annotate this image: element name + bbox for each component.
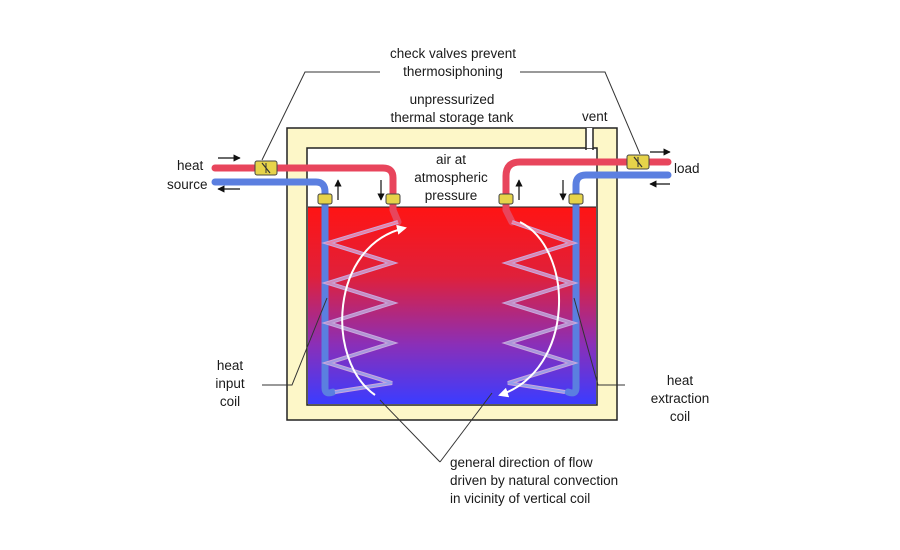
pipe-flow-arrows <box>217 148 671 201</box>
check-valves-line1: check valves prevent <box>390 46 516 61</box>
flow-line2: driven by natural convection <box>450 473 618 488</box>
heat-source-line2: source <box>167 177 208 192</box>
air-line3: pressure <box>425 188 478 203</box>
convection-arrows <box>341 221 561 398</box>
label-tank: unpressurized thermal storage tank <box>390 92 513 125</box>
label-heat-input-coil: heat input coil <box>215 358 245 409</box>
heat-input-line1: heat <box>217 358 244 373</box>
heat-extraction-coil <box>501 158 672 397</box>
heat-source-line1: heat <box>177 158 204 173</box>
leader-lines <box>261 71 641 463</box>
flow-line3: in vicinity of vertical coil <box>450 491 590 506</box>
label-vent: vent <box>582 109 608 124</box>
label-flow-direction: general direction of flow driven by natu… <box>450 455 618 506</box>
label-heat-extraction-coil: heat extraction coil <box>651 373 710 424</box>
heat-input-line3: coil <box>220 394 240 409</box>
heat-extraction-line3: coil <box>670 409 690 424</box>
label-check-valves: check valves prevent thermosiphoning <box>390 46 516 79</box>
tank-line1: unpressurized <box>410 92 495 107</box>
tank-line2: thermal storage tank <box>390 110 513 125</box>
coil-fittings <box>317 193 584 205</box>
air-line2: atmospheric <box>414 170 488 185</box>
vent-pipe <box>585 128 594 150</box>
label-heat-source: heat source <box>167 158 208 192</box>
label-air: air at atmospheric pressure <box>414 152 488 203</box>
heat-extraction-line2: extraction <box>651 391 710 406</box>
label-load: load <box>674 161 700 176</box>
left-check-valve <box>254 160 278 176</box>
heat-input-coil <box>211 164 402 397</box>
heat-extraction-line1: heat <box>667 373 694 388</box>
flow-line1: general direction of flow <box>450 455 593 470</box>
right-check-valve <box>626 154 650 170</box>
check-valves-line2: thermosiphoning <box>403 64 503 79</box>
air-line1: air at <box>436 152 466 167</box>
heat-input-line2: input <box>215 376 245 391</box>
